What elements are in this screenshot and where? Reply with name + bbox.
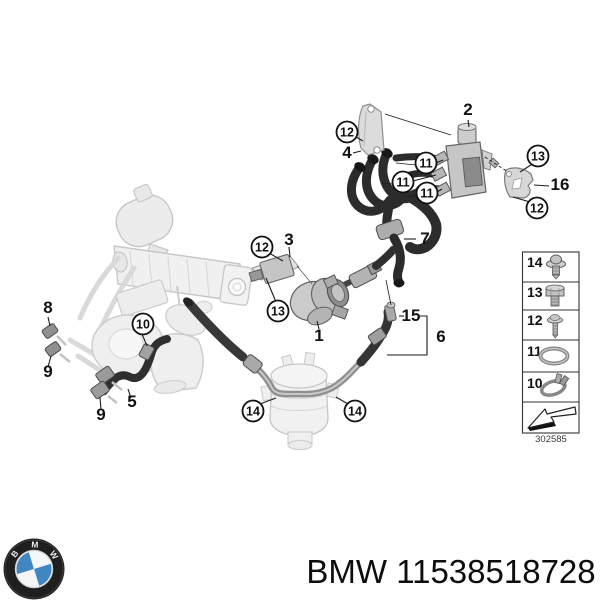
plain-label-4: 4 xyxy=(342,143,352,162)
legend-row-number: 10 xyxy=(527,375,543,391)
circled-callout-14: 14 xyxy=(343,399,367,423)
svg-text:11: 11 xyxy=(420,187,433,201)
hose-clamp-icon xyxy=(539,373,570,397)
hex-bolt-icon xyxy=(545,284,565,307)
plain-label-15: 15 xyxy=(402,306,421,325)
plain-label-5: 5 xyxy=(127,392,136,411)
svg-text:10: 10 xyxy=(136,318,150,332)
drawing-number: 302585 xyxy=(535,434,567,445)
circled-callout-11: 11 xyxy=(414,151,438,175)
flange-screw-icon xyxy=(546,254,566,280)
circled-callout-11: 11 xyxy=(415,181,439,205)
plain-label-6: 6 xyxy=(436,327,445,346)
plain-labels-layer: 2 4 16 7 3 1 15 6 8 9 5 9 xyxy=(43,100,569,424)
bracket-6-line xyxy=(387,315,428,356)
bracket-16 xyxy=(504,167,534,199)
svg-text:13: 13 xyxy=(531,150,545,164)
logo-letter-b: B xyxy=(9,548,21,559)
circled-callout-12: 12 xyxy=(250,235,274,259)
bmw-logo: B M W xyxy=(3,538,65,600)
exhaust-cone-ghost xyxy=(150,333,204,392)
clamp-ring-icon xyxy=(538,346,570,366)
thermostat-ghost xyxy=(260,351,340,451)
legend-row-number: 13 xyxy=(527,284,543,300)
svg-text:14: 14 xyxy=(246,405,260,419)
aux-water-pump-1 xyxy=(289,274,350,326)
legend-row-number: 11 xyxy=(527,343,542,359)
valve-2 xyxy=(430,123,493,199)
svg-text:13: 13 xyxy=(271,305,285,319)
bracket-4 xyxy=(357,103,385,156)
leader-lines xyxy=(47,113,550,411)
plain-label-9: 9 xyxy=(43,362,52,381)
legend-row-number: 14 xyxy=(527,254,543,270)
logo-letter-m: M xyxy=(31,539,38,549)
hose-bundle-7 xyxy=(347,148,445,288)
svg-text:11: 11 xyxy=(419,157,432,171)
plain-label-3: 3 xyxy=(284,230,293,249)
circled-callout-14: 14 xyxy=(241,399,265,423)
plain-label-16: 16 xyxy=(551,175,570,194)
circled-callout-12: 12 xyxy=(525,196,549,220)
circled-callout-11: 11 xyxy=(391,170,415,194)
circled-callout-13: 13 xyxy=(266,299,290,323)
plain-label-1: 1 xyxy=(314,326,323,345)
direction-arrow-icon xyxy=(527,406,577,431)
svg-text:12: 12 xyxy=(255,241,269,255)
svg-text:12: 12 xyxy=(530,202,544,216)
circled-callout-12: 12 xyxy=(335,120,359,144)
circled-callout-10: 10 xyxy=(131,312,155,336)
plain-label-7: 7 xyxy=(420,229,429,248)
bmw-roundel-quadrants xyxy=(16,551,52,587)
plain-label-2: 2 xyxy=(463,100,472,119)
module-3 xyxy=(248,254,300,284)
clamp-10 xyxy=(138,343,155,361)
fittings-8-9 xyxy=(41,323,123,404)
small-screw-part xyxy=(488,157,500,169)
pump-outlet-connector xyxy=(337,246,397,290)
svg-text:11: 11 xyxy=(396,176,409,190)
svg-text:14: 14 xyxy=(348,405,362,419)
fastener-legend: 14 13 12 11 10 xyxy=(521,251,580,434)
legend-row-number: 12 xyxy=(527,312,543,328)
part-number-text: BMW 11538518728 xyxy=(306,553,595,590)
plain-label-9: 9 xyxy=(96,405,105,424)
plain-label-8: 8 xyxy=(43,298,52,317)
svg-text:12: 12 xyxy=(340,126,354,140)
pan-head-screw-icon xyxy=(547,314,563,339)
circled-callout-13: 13 xyxy=(526,144,550,168)
